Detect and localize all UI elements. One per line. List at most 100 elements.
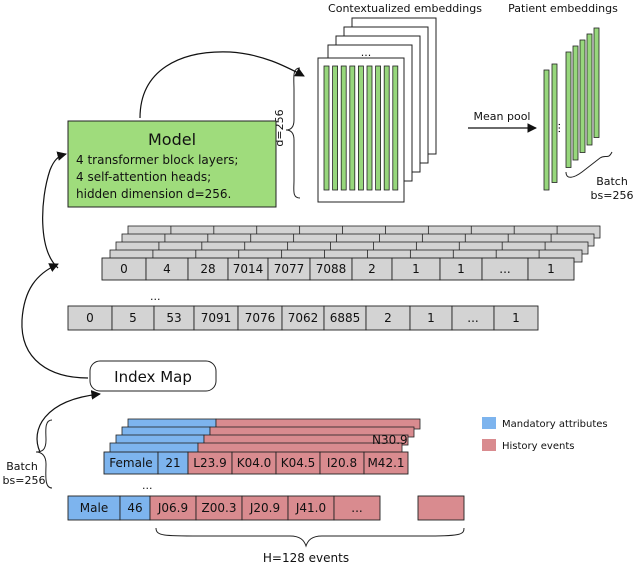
patient-embedding-bar bbox=[593, 27, 600, 138]
event-value: J06.9 bbox=[157, 501, 188, 515]
patient-title: Patient embeddings bbox=[508, 2, 618, 15]
event-mandatory-cell bbox=[67, 495, 121, 521]
patient-ellipsis: ... bbox=[550, 123, 563, 134]
event-value: J20.9 bbox=[249, 501, 280, 515]
token-value: 53 bbox=[166, 311, 181, 325]
token-value: 28 bbox=[200, 262, 215, 276]
index-map: Index Map bbox=[89, 360, 217, 392]
patient-embedding-bar bbox=[572, 45, 579, 161]
event-value: J41.0 bbox=[295, 501, 326, 515]
event-history-cell bbox=[363, 451, 409, 475]
token-value: 7091 bbox=[201, 311, 232, 325]
token-mid-ellipsis: ... bbox=[150, 290, 161, 303]
embedding-columns bbox=[323, 65, 399, 191]
token-value: 1 bbox=[412, 262, 420, 276]
model-line-1: 4 transformer block layers; bbox=[76, 153, 238, 167]
embedding-column bbox=[357, 65, 364, 191]
model-box: Model 4 transformer block layers; 4 self… bbox=[67, 120, 277, 208]
token-value: ... bbox=[467, 311, 478, 325]
token-cell bbox=[527, 257, 575, 281]
token-value: 6885 bbox=[330, 311, 361, 325]
embedding-column bbox=[392, 65, 399, 191]
patient-embedding-bars bbox=[543, 27, 600, 191]
token-cell bbox=[323, 305, 367, 331]
events-batch-label: Batch bbox=[6, 460, 38, 473]
event-history-cell bbox=[287, 495, 335, 521]
model-title: Model bbox=[148, 130, 196, 149]
token-value: 7088 bbox=[316, 262, 347, 276]
patient-embedding-bar bbox=[551, 63, 558, 183]
mean-pool-label: Mean pool bbox=[474, 110, 531, 123]
event-row-2: Male 46 J06.9 Z00.3 J20.9 J41.0... bbox=[67, 495, 465, 521]
event-history-cell bbox=[333, 495, 381, 521]
event-value: 21 bbox=[165, 456, 180, 470]
event-stack bbox=[109, 418, 421, 454]
event-value: Male bbox=[80, 501, 108, 515]
legend-mandatory-label: Mandatory attributes bbox=[502, 419, 608, 430]
token-cell bbox=[365, 305, 411, 331]
indexmap-to-tokens-arrow bbox=[21, 263, 89, 379]
patient-bs-label: bs=256 bbox=[591, 189, 634, 202]
legend-history-label: History events bbox=[502, 441, 574, 452]
events-length-label: H=128 events bbox=[263, 551, 349, 565]
token-cell bbox=[111, 305, 155, 331]
token-cell bbox=[281, 305, 325, 331]
token-value: 7062 bbox=[288, 311, 319, 325]
token-value: ... bbox=[499, 262, 510, 276]
embedding-column bbox=[349, 65, 356, 191]
model-to-embeddings-arrow bbox=[139, 51, 305, 119]
event-value: 46 bbox=[127, 501, 142, 515]
event-stack-mandatory bbox=[109, 442, 199, 454]
token-cell bbox=[67, 305, 113, 331]
event-value: Z00.3 bbox=[202, 501, 237, 515]
embedding-column bbox=[332, 65, 339, 191]
token-stack bbox=[109, 225, 601, 263]
embedding-column bbox=[383, 65, 390, 191]
event-value: I20.8 bbox=[327, 456, 357, 470]
token-value: 5 bbox=[129, 311, 137, 325]
token-value: 2 bbox=[384, 311, 392, 325]
event-value: M42.1 bbox=[367, 456, 404, 470]
embedding-column bbox=[323, 65, 330, 191]
token-value: 7076 bbox=[245, 311, 276, 325]
patient-embedding-bar bbox=[579, 39, 586, 153]
legend-history-swatch bbox=[482, 439, 496, 451]
patient-embedding-bar bbox=[565, 51, 572, 168]
event-value: ... bbox=[351, 501, 362, 515]
event-stack-code: N30.9 bbox=[372, 433, 408, 447]
model-line-3: hidden dimension d=256. bbox=[76, 187, 231, 201]
patient-batch-label: Batch bbox=[596, 175, 628, 188]
mean-pool: Mean pool bbox=[468, 110, 537, 133]
embedding-column bbox=[366, 65, 373, 191]
event-value: K04.5 bbox=[281, 456, 316, 470]
event-value: L23.9 bbox=[193, 456, 226, 470]
patient-embedding-bar bbox=[586, 33, 593, 146]
event-history-cell bbox=[195, 495, 243, 521]
token-value: 7077 bbox=[274, 262, 305, 276]
contextualized-embeddings: Contextualized embeddings ... d=256 bbox=[273, 2, 482, 203]
legend-mandatory-swatch bbox=[482, 417, 496, 429]
token-value: 4 bbox=[163, 262, 171, 276]
patient-embeddings: Patient embeddings ... Batch bs=256 bbox=[508, 2, 633, 202]
index-map-box bbox=[89, 360, 217, 392]
events-bs-label: bs=256 bbox=[3, 474, 46, 487]
token-value: 1 bbox=[427, 311, 435, 325]
events-length-brace bbox=[155, 527, 465, 548]
token-value: 1 bbox=[512, 311, 520, 325]
token-cell bbox=[193, 305, 239, 331]
dimension-brace bbox=[285, 67, 301, 199]
events-to-indexmap-arrow bbox=[36, 390, 101, 453]
token-value: 2 bbox=[368, 262, 376, 276]
event-value: Female bbox=[109, 456, 152, 470]
index-map-label: Index Map bbox=[114, 368, 192, 386]
embedding-ellipsis: ... bbox=[361, 46, 372, 59]
events-batch-brace bbox=[35, 419, 53, 489]
token-value: 1 bbox=[457, 262, 465, 276]
event-history-cell bbox=[417, 495, 465, 521]
contextualized-title: Contextualized embeddings bbox=[328, 2, 482, 15]
